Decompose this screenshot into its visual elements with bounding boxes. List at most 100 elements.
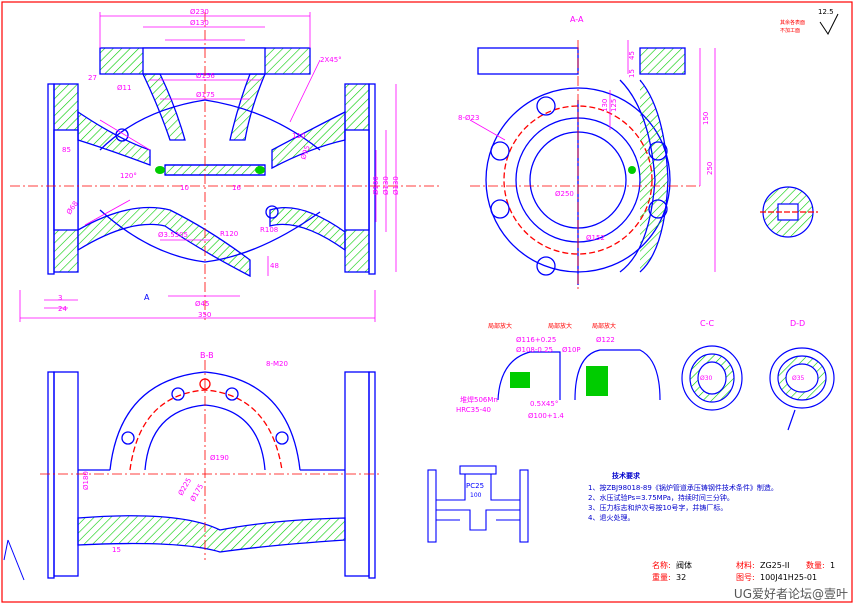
detail-title-1: 局部放大 bbox=[488, 322, 512, 330]
seat-mark-right bbox=[255, 166, 265, 174]
dim-24: 24 bbox=[58, 305, 67, 313]
dim-bb-d175: Ø175 bbox=[189, 483, 205, 503]
dimensions-aa bbox=[469, 40, 716, 272]
tb-drawing-no: 100J41H25-01 bbox=[760, 573, 817, 582]
notes-title: 技术要求 bbox=[612, 471, 641, 480]
tb-weight: 32 bbox=[676, 573, 686, 582]
dim-aa-130: 130 bbox=[601, 99, 609, 112]
small-view-pc: PC25 bbox=[466, 482, 484, 490]
detail-d108: Ø108-0.25 bbox=[516, 346, 553, 354]
dimension-labels-aa: 8-Ø23 Ø250 Ø152 150 250 45 130 125 15 bbox=[458, 51, 714, 242]
detail-weld: 堆焊506Mn bbox=[460, 395, 498, 404]
view-arrow-a: A bbox=[144, 293, 150, 302]
dim-aa-hole: 8-Ø23 bbox=[458, 114, 479, 122]
detail-title-3: 局部放大 bbox=[592, 322, 616, 330]
detail-d16: Ø116+0.25 bbox=[516, 336, 556, 344]
view-label-cc: C-C bbox=[700, 319, 714, 328]
dim-r120: R120 bbox=[220, 230, 238, 238]
dim-d45: Ø45 bbox=[195, 300, 209, 308]
detail-labels: Ø116+0.25 Ø108-0.25 Ø122 Ø10P Ø100+1.4 0… bbox=[456, 336, 615, 420]
dim-bb-15: 15 bbox=[112, 546, 121, 554]
ucs-icon bbox=[3, 539, 25, 581]
note-3: 3、压力标志和炉次号按10号字，并铸厂标。 bbox=[588, 503, 727, 512]
tb-material-label: 材料: bbox=[736, 560, 755, 570]
section-dd-view bbox=[769, 347, 835, 431]
aa-seat-mark bbox=[628, 166, 636, 174]
dim-aa-250: 250 bbox=[706, 162, 714, 175]
dimensions-main bbox=[19, 12, 397, 322]
dim-27: 27 bbox=[88, 74, 97, 82]
dim-d100: Ø100 bbox=[372, 176, 380, 195]
section-cc-view bbox=[681, 345, 743, 411]
dim-d175: Ø175 bbox=[196, 91, 215, 99]
dim-bb-d180: Ø180 bbox=[82, 471, 90, 490]
section-bb-view bbox=[47, 371, 376, 579]
dim-aa-125: 125 bbox=[610, 99, 618, 112]
tb-name-label: 名称: bbox=[652, 560, 671, 570]
roughness-block: 12.5 其余各表面 不加工面 bbox=[780, 8, 839, 35]
view-label-dd: D-D bbox=[790, 319, 805, 328]
dim-d230: Ø230 bbox=[190, 8, 209, 16]
watermark: UG爱好者论坛@壹叶 bbox=[733, 587, 848, 601]
tb-qty-label: 数量: bbox=[806, 560, 825, 570]
tb-qty: 1 bbox=[830, 561, 835, 570]
dim-aa-45: 45 bbox=[628, 51, 636, 60]
small-valve-view bbox=[427, 465, 529, 543]
title-block: 名称: 阀体 材料: ZG25-II 数量: 1 重量: 32 图号: 100J… bbox=[652, 560, 835, 582]
dim-110: 110 bbox=[292, 132, 305, 140]
dim-bb-d190: Ø190 bbox=[210, 454, 229, 462]
dim-48: 48 bbox=[270, 262, 279, 270]
dim-aa-150: 150 bbox=[702, 112, 710, 125]
technical-notes: 技术要求 1、按ZBJ98018-89《锅炉管道承压铸钢件技术条件》制造。 2、… bbox=[588, 471, 778, 522]
detail-hrc: HRC35-40 bbox=[456, 406, 491, 414]
centerlines-aa bbox=[470, 40, 700, 290]
dim-120deg: 120° bbox=[120, 172, 137, 180]
dim-r108: R108 bbox=[260, 226, 278, 234]
note-4: 4、退火处理。 bbox=[588, 513, 634, 522]
dim-len-350: 350 bbox=[198, 311, 211, 319]
detail-d100: Ø100+1.4 bbox=[528, 412, 564, 420]
view-label-bb: B-B bbox=[200, 351, 214, 360]
detail-d122: Ø122 bbox=[596, 336, 615, 344]
roughness-label-1: 其余各表面 bbox=[780, 19, 805, 26]
small-section-detail bbox=[760, 186, 818, 238]
roughness-label-2: 不加工面 bbox=[780, 27, 800, 34]
tb-name: 阀体 bbox=[676, 560, 692, 570]
dim-aa-d152: Ø152 bbox=[586, 234, 605, 242]
dim-d11: Ø11 bbox=[117, 84, 131, 92]
view-label-aa: A-A bbox=[570, 15, 584, 24]
tb-weight-label: 重量: bbox=[652, 572, 671, 582]
centerlines-main bbox=[10, 12, 440, 320]
dim-r85: 85 bbox=[62, 146, 71, 154]
dim-16: 16 bbox=[232, 184, 241, 192]
dim-d130r: Ø130 bbox=[382, 176, 390, 195]
centerlines-bb bbox=[40, 360, 380, 560]
detail-views bbox=[497, 349, 661, 401]
detail-chamfer: 0.5X45° bbox=[530, 400, 558, 408]
dim-3: 3 bbox=[58, 294, 62, 302]
dim-10: 10 bbox=[180, 184, 189, 192]
dim-aa-15: 15 bbox=[628, 69, 636, 78]
dim-cc-r30: Ø30 bbox=[700, 375, 713, 382]
note-1: 1、按ZBJ98018-89《锅炉管道承压铸钢件技术条件》制造。 bbox=[588, 483, 778, 492]
tb-drawing-label: 图号: bbox=[736, 573, 755, 582]
dim-d156: Ø156 bbox=[196, 72, 215, 80]
seat-mark-left bbox=[155, 166, 165, 174]
section-aa-view bbox=[477, 47, 686, 285]
roughness-value: 12.5 bbox=[818, 8, 834, 16]
detail-d10p: Ø10P bbox=[562, 346, 581, 354]
front-view bbox=[47, 47, 376, 278]
dim-d130b: Ø130 bbox=[392, 176, 400, 195]
dim-d130: Ø130 bbox=[190, 19, 209, 27]
dim-bb-hole: 8-M20 bbox=[266, 360, 288, 368]
dim-chamfer: 2X45° bbox=[320, 56, 342, 64]
detail-titles: 局部放大 局部放大 局部放大 bbox=[488, 322, 616, 330]
dim-aa-d250: Ø250 bbox=[555, 190, 574, 198]
dim-dd-r35: Ø35 bbox=[792, 375, 805, 382]
detail-title-2: 局部放大 bbox=[548, 322, 572, 330]
dim-a: Ø3.5305 bbox=[158, 231, 188, 239]
tb-material: ZG25-II bbox=[760, 561, 789, 570]
small-view-100: 100 bbox=[470, 492, 482, 499]
